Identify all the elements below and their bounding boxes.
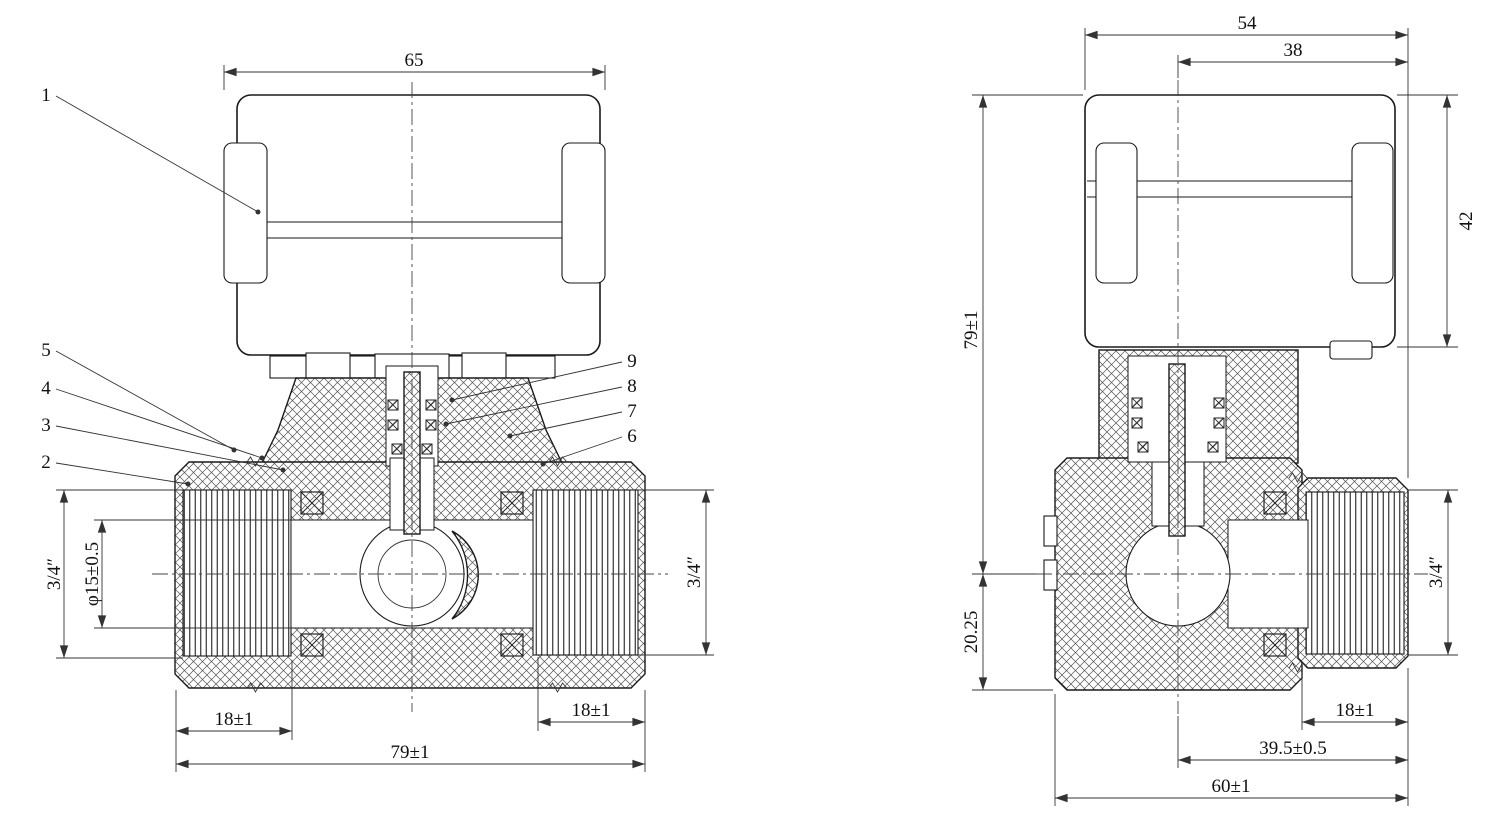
mounting-bolt-right bbox=[461, 352, 507, 381]
threaded-port-right bbox=[532, 489, 639, 656]
stem-o-ring bbox=[1213, 417, 1225, 429]
front-actuator bbox=[223, 94, 606, 381]
callout-1: 1 bbox=[41, 85, 51, 106]
dim-port-right-label: 3/4″ bbox=[684, 556, 705, 588]
callout-8: 8 bbox=[627, 376, 637, 397]
dim-actuator-offset-label: 38 bbox=[1284, 40, 1303, 61]
stem-o-ring bbox=[421, 443, 433, 455]
dim-actuator-height-label: 42 bbox=[1456, 212, 1477, 231]
stem-o-ring bbox=[1213, 397, 1225, 409]
side-boss-upper bbox=[1043, 515, 1058, 547]
dim-center-to-base-label: 20.25 bbox=[961, 611, 982, 654]
ball-seat bbox=[300, 491, 324, 515]
dim-overall-length-label: 79±1 bbox=[391, 742, 430, 763]
ball-seat bbox=[1263, 491, 1287, 515]
side-view: 54 38 42 79±1 20.25 3/4″ 18±1 39.5±0.5 6… bbox=[961, 13, 1477, 806]
dim-port-side-label: 3/4″ bbox=[1426, 556, 1447, 588]
front-valve-body bbox=[174, 365, 646, 693]
front-callouts: 1 5 4 3 2 9 8 7 6 bbox=[41, 85, 637, 487]
stem-o-ring bbox=[425, 419, 437, 431]
dim-center-to-port-face-label: 39.5±0.5 bbox=[1259, 738, 1326, 759]
stem-o-ring bbox=[425, 399, 437, 411]
stem-o-ring bbox=[391, 443, 403, 455]
side-boss-lower bbox=[1043, 559, 1058, 591]
threaded-port-side bbox=[1305, 491, 1405, 655]
side-valve-body bbox=[1043, 355, 1409, 691]
front-centerlines bbox=[152, 82, 668, 712]
actuator-tab-right bbox=[1351, 142, 1394, 284]
side-dimensions: 54 38 42 79±1 20.25 3/4″ 18±1 39.5±0.5 6… bbox=[961, 13, 1477, 806]
dim-overall-width-label: 60±1 bbox=[1212, 776, 1251, 797]
callout-5: 5 bbox=[41, 340, 51, 361]
callout-7: 7 bbox=[627, 401, 637, 422]
mounting-bolt-left bbox=[305, 352, 351, 381]
valve-stem-side bbox=[1168, 363, 1186, 537]
stem-o-ring bbox=[1137, 441, 1149, 453]
dim-overall-height-label: 79±1 bbox=[961, 311, 982, 350]
ball-seat bbox=[500, 491, 524, 515]
callout-2: 2 bbox=[41, 452, 51, 473]
dim-thread-side-label: 18±1 bbox=[1336, 700, 1375, 721]
stem-o-ring bbox=[387, 419, 399, 431]
ball-seat bbox=[1263, 633, 1287, 657]
actuator-housing-side bbox=[1084, 94, 1396, 348]
callout-9: 9 bbox=[627, 351, 637, 372]
dim-port-left-label: 3/4″ bbox=[44, 558, 65, 590]
actuator-tab-left bbox=[1095, 142, 1138, 284]
dim-thread-right-label: 18±1 bbox=[572, 700, 611, 721]
actuator-tab-right bbox=[561, 142, 606, 284]
callout-4: 4 bbox=[41, 378, 51, 399]
stem-o-ring bbox=[1131, 417, 1143, 429]
callout-6: 6 bbox=[627, 426, 637, 447]
actuator-housing-front bbox=[236, 94, 601, 356]
stem-o-ring bbox=[1131, 397, 1143, 409]
dim-thread-left-label: 18±1 bbox=[215, 709, 254, 730]
side-centerlines bbox=[1036, 80, 1428, 714]
dim-bore-label: φ15±0.5 bbox=[82, 542, 103, 606]
ball-seat bbox=[500, 633, 524, 657]
dim-actuator-length-label: 54 bbox=[1238, 13, 1258, 34]
cable-gland bbox=[1329, 340, 1373, 360]
front-view: 65 3/4″ φ15±0.5 3/4″ 18±1 18±1 79±1 1 5 … bbox=[41, 50, 714, 772]
ball-section-crescent bbox=[451, 530, 479, 620]
side-actuator bbox=[1084, 94, 1396, 360]
ball-seat bbox=[300, 633, 324, 657]
callout-3: 3 bbox=[41, 415, 51, 436]
threaded-port-left bbox=[182, 489, 292, 657]
stem-o-ring bbox=[387, 399, 399, 411]
actuator-tab-left bbox=[223, 142, 268, 284]
dim-actuator-width-label: 65 bbox=[405, 50, 424, 71]
front-dimensions: 65 3/4″ φ15±0.5 3/4″ 18±1 18±1 79±1 bbox=[44, 50, 714, 772]
stem-o-ring bbox=[1207, 441, 1219, 453]
